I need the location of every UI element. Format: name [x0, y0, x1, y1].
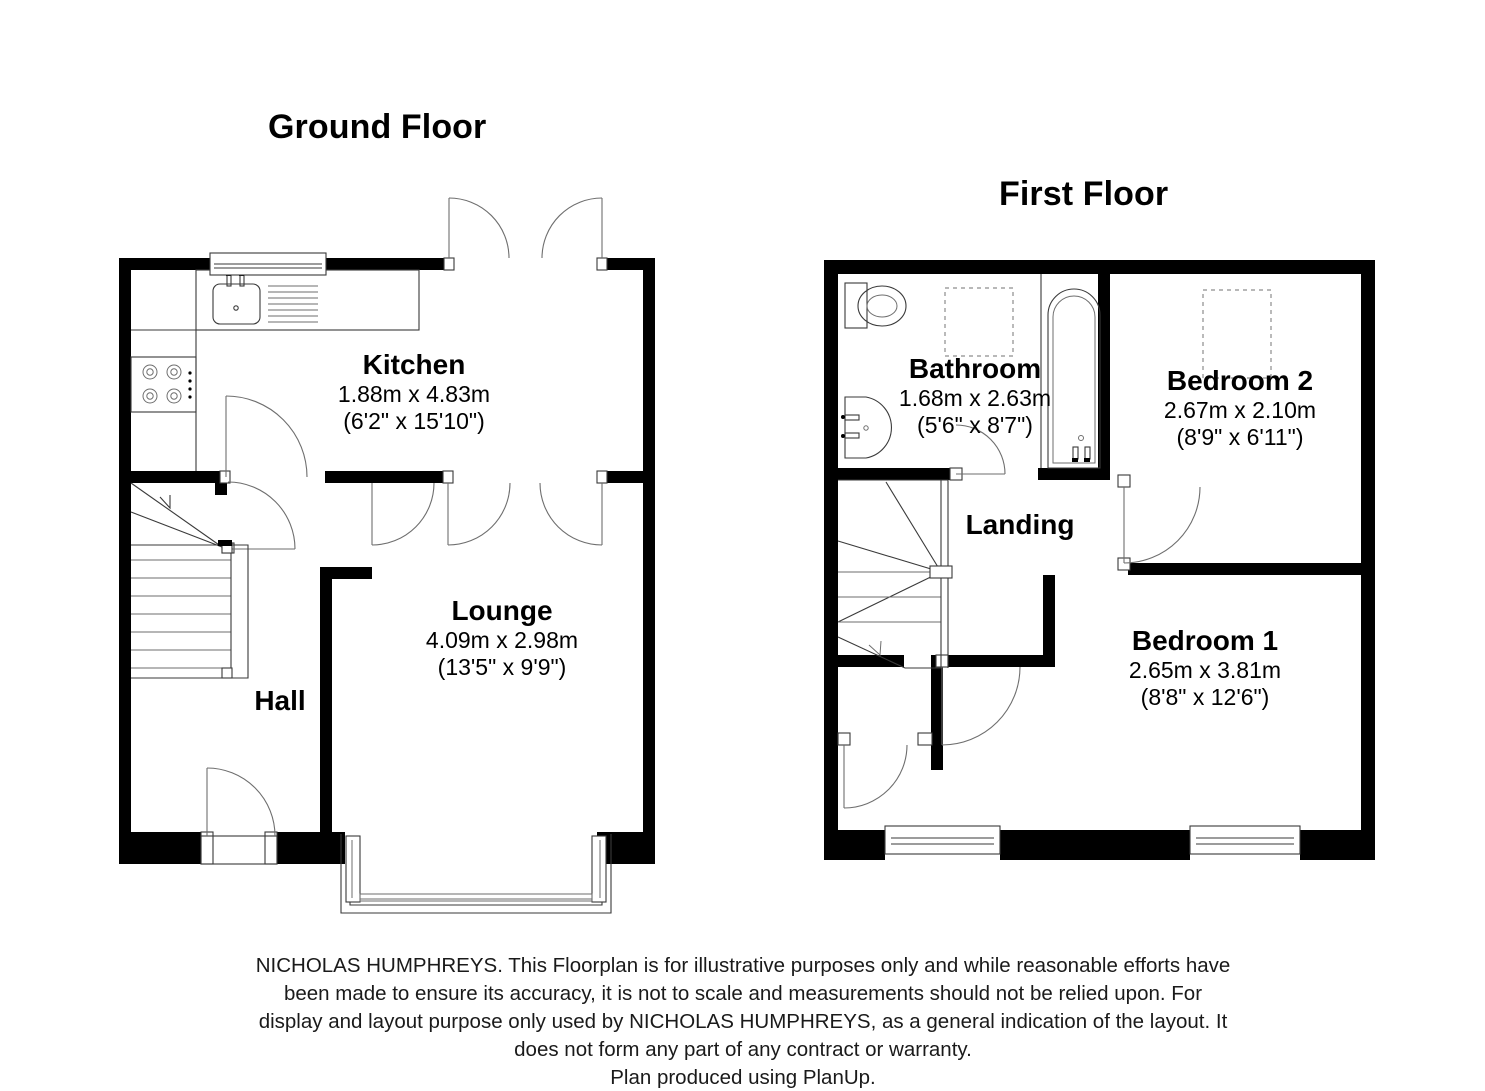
wall-ff-bottom-right — [1300, 830, 1375, 860]
bath-tap-left — [1073, 447, 1078, 459]
hob-controls — [188, 371, 191, 398]
wall-gf-left — [119, 258, 131, 864]
front-door — [201, 768, 277, 864]
hob-ring-4-inner — [171, 393, 177, 399]
disclaimer-line-5: Plan produced using PlanUp. — [243, 1064, 1243, 1091]
wall-gf-hall-lounge-top — [320, 567, 372, 579]
wall-gf-lounge-top-right — [607, 471, 655, 483]
room-dim-metric-kitchen: 1.88m x 4.83m — [224, 381, 604, 408]
ff-newel-post — [930, 566, 952, 578]
room-dim-imperial-bedroom1: (8'8" x 12'6") — [1020, 684, 1390, 711]
room-dim-metric-lounge: 4.09m x 2.98m — [312, 627, 692, 654]
wall-gf-top-mid — [322, 258, 445, 270]
room-dim-metric-bedroom2: 2.67m x 2.10m — [1080, 397, 1400, 424]
room-label-bedroom1: Bedroom 1 2.65m x 3.81m (8'8" x 12'6") — [1020, 624, 1390, 711]
hob-ring-1-inner — [147, 369, 153, 375]
lounge-double-door — [443, 471, 607, 545]
room-name-bedroom2: Bedroom 2 — [1080, 364, 1400, 397]
room-label-hall: Hall — [190, 684, 370, 717]
toilet — [845, 283, 906, 328]
wall-ff-stair-stub — [838, 655, 904, 667]
bedroom1-window — [1190, 826, 1300, 854]
kitchen-sink-basin — [213, 284, 260, 324]
room-label-bedroom2: Bedroom 2 2.67m x 2.10m (8'9" x 6'11") — [1080, 364, 1400, 451]
hall-door — [222, 482, 295, 553]
staircase-ground — [131, 483, 248, 678]
hob-ring-1 — [143, 365, 157, 379]
room-dim-imperial-lounge: (13'5" x 9'9") — [312, 654, 692, 681]
kitchen-double-door — [444, 198, 607, 270]
disclaimer-line-2: been made to ensure its accuracy, it is … — [243, 980, 1243, 1008]
landing-lower-door — [838, 733, 932, 808]
hob-ring-4 — [167, 389, 181, 403]
room-name-bedroom1: Bedroom 1 — [1020, 624, 1390, 657]
hob-ring-2 — [167, 365, 181, 379]
wall-ff-bottom-mid — [1000, 830, 1190, 860]
bedroom1-door — [936, 655, 1020, 745]
kitchen-hob — [131, 357, 196, 412]
kitchen-drainer — [268, 286, 318, 322]
room-dim-metric-bedroom1: 2.65m x 3.81m — [1020, 657, 1390, 684]
wall-gf-top-left — [119, 258, 214, 270]
wall-ff-right — [1361, 260, 1375, 860]
room-name-lounge: Lounge — [312, 594, 692, 627]
room-name-landing: Landing — [885, 508, 1155, 541]
wall-gf-kitchen-lounge — [325, 471, 443, 483]
room-label-kitchen: Kitchen 1.88m x 4.83m (6'2" x 15'10") — [224, 348, 604, 435]
hob-ring-3-inner — [147, 393, 153, 399]
kitchen-window — [210, 253, 326, 275]
wall-ff-left — [824, 260, 838, 860]
hob-ring-3 — [143, 389, 157, 403]
disclaimer-line-4: does not form any part of any contract o… — [243, 1036, 1243, 1064]
disclaimer-text: NICHOLAS HUMPHREYS. This Floorplan is fo… — [243, 952, 1243, 1091]
stair-wall-stub — [218, 540, 232, 546]
wall-gf-bottom-mid — [277, 832, 345, 864]
room-dim-imperial-bedroom2: (8'9" x 6'11") — [1080, 424, 1400, 451]
wall-ff-bottom-left — [824, 830, 885, 860]
room-name-hall: Hall — [190, 684, 370, 717]
hob-ring-2-inner — [171, 369, 177, 375]
room-dim-imperial-kitchen: (6'2" x 15'10") — [224, 408, 604, 435]
wall-gf-bottom-left — [119, 832, 201, 864]
wall-gf-hall-kitchen — [131, 471, 221, 483]
wall-ff-bed2-bottom — [1128, 563, 1361, 575]
first-floor-plan — [824, 260, 1375, 860]
bathroom-cupboard-outline — [945, 288, 1013, 356]
room-label-lounge: Lounge 4.09m x 2.98m (13'5" x 9'9") — [312, 594, 692, 681]
ground-floor-plan — [119, 198, 655, 913]
wall-ff-bathroom-bottom-left — [838, 468, 950, 480]
room-label-landing: Landing — [885, 508, 1155, 541]
wall-gf-right — [643, 258, 655, 864]
wall-ff-landing-bed1 — [931, 655, 943, 770]
newel-post-bottom — [222, 668, 232, 678]
disclaimer-line-1: NICHOLAS HUMPHREYS. This Floorplan is fo… — [243, 952, 1243, 980]
room-name-kitchen: Kitchen — [224, 348, 604, 381]
landing-window — [885, 826, 1000, 854]
hall-lounge-door — [372, 483, 434, 545]
lounge-bay-window — [341, 834, 611, 913]
disclaimer-line-3: display and layout purpose only used by … — [243, 1008, 1243, 1036]
